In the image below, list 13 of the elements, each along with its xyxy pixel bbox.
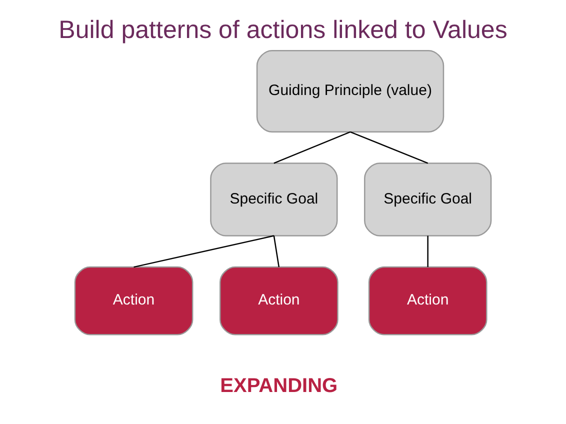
node-box: Specific Goal: [364, 162, 492, 236]
connector: [350, 131, 428, 164]
diagram-title: Build patterns of actions linked to Values: [58, 16, 508, 44]
connector: [273, 236, 280, 268]
connector: [427, 236, 428, 268]
node-box: Action: [368, 266, 488, 336]
connector: [274, 131, 350, 164]
node-box: Specific Goal: [210, 162, 338, 236]
label: EXPANDING: [220, 374, 338, 397]
node-box: Guiding Principle (value): [256, 50, 444, 133]
node-box: Action: [74, 266, 194, 336]
node-box: Action: [220, 266, 338, 336]
connector: [134, 235, 274, 268]
